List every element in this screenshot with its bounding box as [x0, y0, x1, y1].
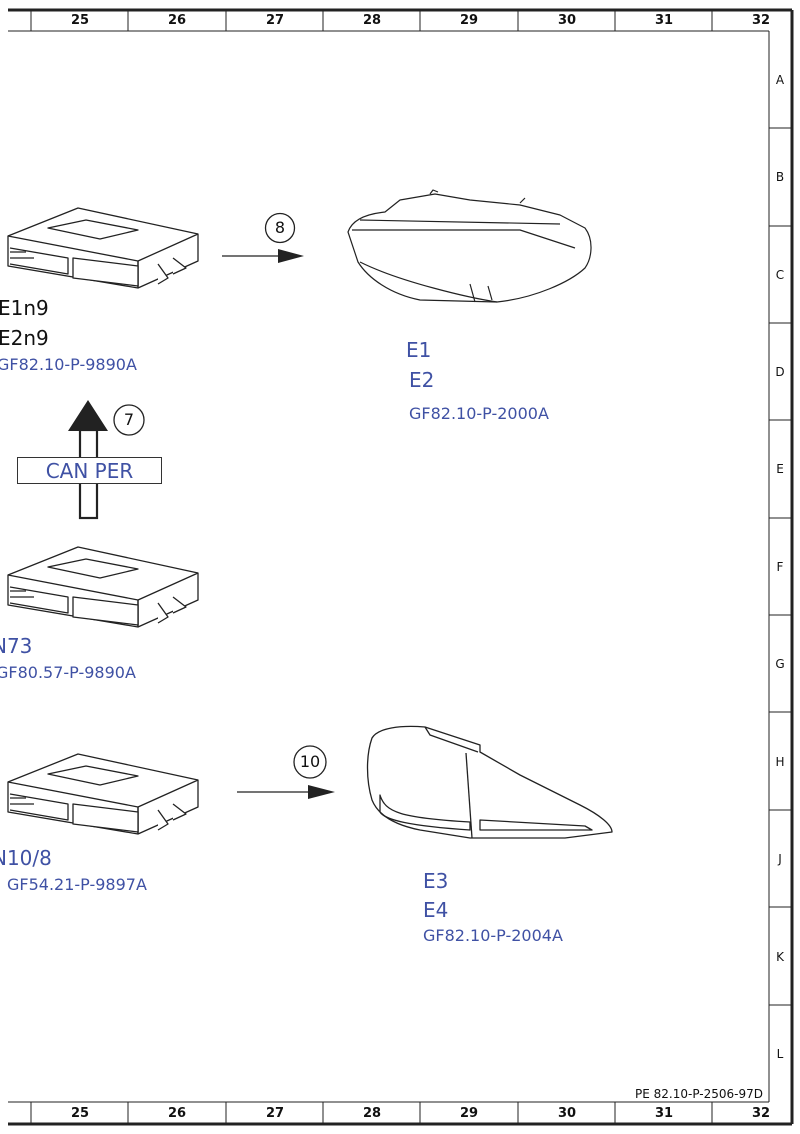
column-number: 27 [265, 1106, 285, 1121]
taillamp-drawing [366, 725, 613, 839]
module-mid-ref-link[interactable]: GF80.57-P-9890A [0, 663, 136, 682]
column-number: 32 [751, 1106, 771, 1121]
column-number: 26 [167, 1106, 187, 1121]
module-bottom-ref-link[interactable]: GF54.21-P-9897A [7, 875, 147, 894]
connection-number-10: 10 [299, 752, 321, 771]
column-number: 28 [362, 1106, 382, 1121]
column-number: 25 [70, 13, 90, 28]
row-letter: L [776, 1047, 784, 1061]
module-top-label-2: E2n9 [0, 326, 49, 350]
module-top-ref-link[interactable]: GF82.10-P-9890A [0, 355, 137, 374]
column-number: 31 [654, 1106, 674, 1121]
row-letter: K [776, 950, 784, 964]
row-letter: F [776, 560, 784, 574]
control-module-e1n9 [7, 207, 199, 289]
headlamp-ref-link[interactable]: GF82.10-P-2000A [409, 404, 549, 423]
row-letter: A [775, 73, 785, 87]
column-number: 29 [459, 1106, 479, 1121]
arrow-8 [222, 212, 304, 263]
row-letter: B [775, 170, 785, 184]
module-mid-label: N73 [0, 634, 33, 658]
column-number: 27 [265, 13, 285, 28]
row-letter: G [775, 657, 785, 671]
column-number: 32 [751, 13, 771, 28]
row-letter: E [776, 462, 784, 476]
taillamp-label-1: E3 [423, 869, 449, 893]
drawing-reference: PE 82.10-P-2506-97D [635, 1087, 763, 1101]
row-letter: J [778, 852, 782, 866]
column-number: 29 [459, 13, 479, 28]
headlamp-label-2: E2 [409, 368, 435, 392]
headlamp-label-1: E1 [406, 338, 432, 362]
row-letter: D [775, 365, 785, 379]
row-letter: C [775, 268, 785, 282]
arrow-10 [237, 745, 335, 799]
column-number: 30 [557, 13, 577, 28]
control-module-n73 [7, 546, 199, 628]
taillamp-ref-link[interactable]: GF82.10-P-2004A [423, 926, 563, 945]
module-bottom-label: N10/8 [0, 846, 52, 870]
connection-number-7: 7 [123, 410, 135, 429]
can-per-label: CAN PER [17, 457, 162, 484]
column-number: 25 [70, 1106, 90, 1121]
control-module-n10-8 [7, 753, 199, 835]
column-number: 26 [167, 13, 187, 28]
column-number: 30 [557, 1106, 577, 1121]
module-top-label-1: E1n9 [0, 296, 49, 320]
taillamp-label-2: E4 [423, 898, 449, 922]
column-number: 31 [654, 13, 674, 28]
frame [8, 8, 794, 1126]
headlamp-drawing [347, 189, 592, 303]
row-letter: H [775, 755, 785, 769]
connection-number-8: 8 [274, 218, 286, 237]
column-number: 28 [362, 13, 382, 28]
